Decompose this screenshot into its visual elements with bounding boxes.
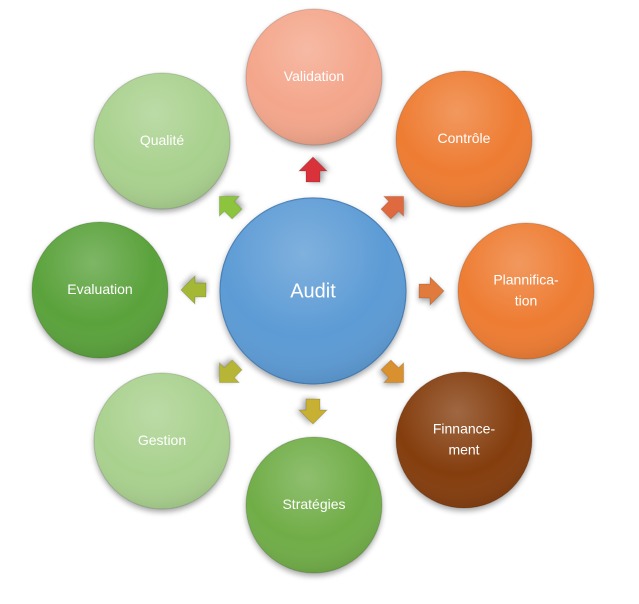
arrow-financement (380, 359, 405, 384)
node-label-line: ment (448, 441, 479, 457)
center-circle-shine (220, 198, 406, 384)
node-label-line: tion (515, 292, 538, 308)
node-label-line: Gestion (138, 432, 186, 448)
arrow-planification (418, 276, 445, 306)
node-circle-shine-validation (246, 9, 382, 145)
node-controle: Contrôle (395, 70, 533, 208)
node-label-evaluation: Evaluation (67, 281, 132, 297)
node-circle-shine-evaluation (32, 222, 168, 358)
node-label-controle: Contrôle (438, 130, 491, 146)
node-financement: Finnance-ment (395, 371, 533, 509)
arrow-strategies (298, 398, 328, 425)
node-label-qualite: Qualité (140, 132, 185, 148)
node-label-line: Validation (284, 68, 344, 84)
node-label-planification: Plannifica-tion (493, 271, 559, 308)
node-circle-shine-planification (458, 223, 594, 359)
node-circle-shine-strategies (246, 437, 382, 573)
arrows (180, 156, 445, 425)
node-planification: Plannifica-tion (457, 222, 595, 360)
node-circle-shine-qualite (94, 73, 230, 209)
node-label-line: Plannifica- (493, 271, 559, 287)
center-node: Audit (219, 197, 407, 385)
node-qualite: Qualité (93, 72, 231, 210)
node-label-strategies: Stratégies (282, 496, 345, 512)
node-label-line: Contrôle (438, 130, 491, 146)
node-circle-shine-gestion (94, 373, 230, 509)
node-label-line: Qualité (140, 132, 185, 148)
node-label-line: Stratégies (282, 496, 345, 512)
node-evaluation: Evaluation (31, 221, 169, 359)
node-circle-shine-financement (396, 372, 532, 508)
arrow-qualite (218, 195, 243, 220)
node-gestion: Gestion (93, 372, 231, 510)
node-label-financement: Finnance-ment (433, 420, 496, 457)
node-label-line: Finnance- (433, 420, 496, 436)
node-validation: Validation (245, 8, 383, 146)
arrow-gestion (218, 359, 243, 384)
arrow-evaluation (180, 275, 207, 305)
node-strategies: Stratégies (245, 436, 383, 574)
node-label-line: Evaluation (67, 281, 132, 297)
node-label-gestion: Gestion (138, 432, 186, 448)
arrow-validation (298, 156, 328, 183)
node-label-validation: Validation (284, 68, 344, 84)
center-label: Audit (290, 280, 336, 302)
node-circle-shine-controle (396, 71, 532, 207)
arrow-controle (380, 195, 405, 220)
outer-nodes: ValidationContrôlePlannifica-tionFinnanc… (31, 8, 595, 574)
